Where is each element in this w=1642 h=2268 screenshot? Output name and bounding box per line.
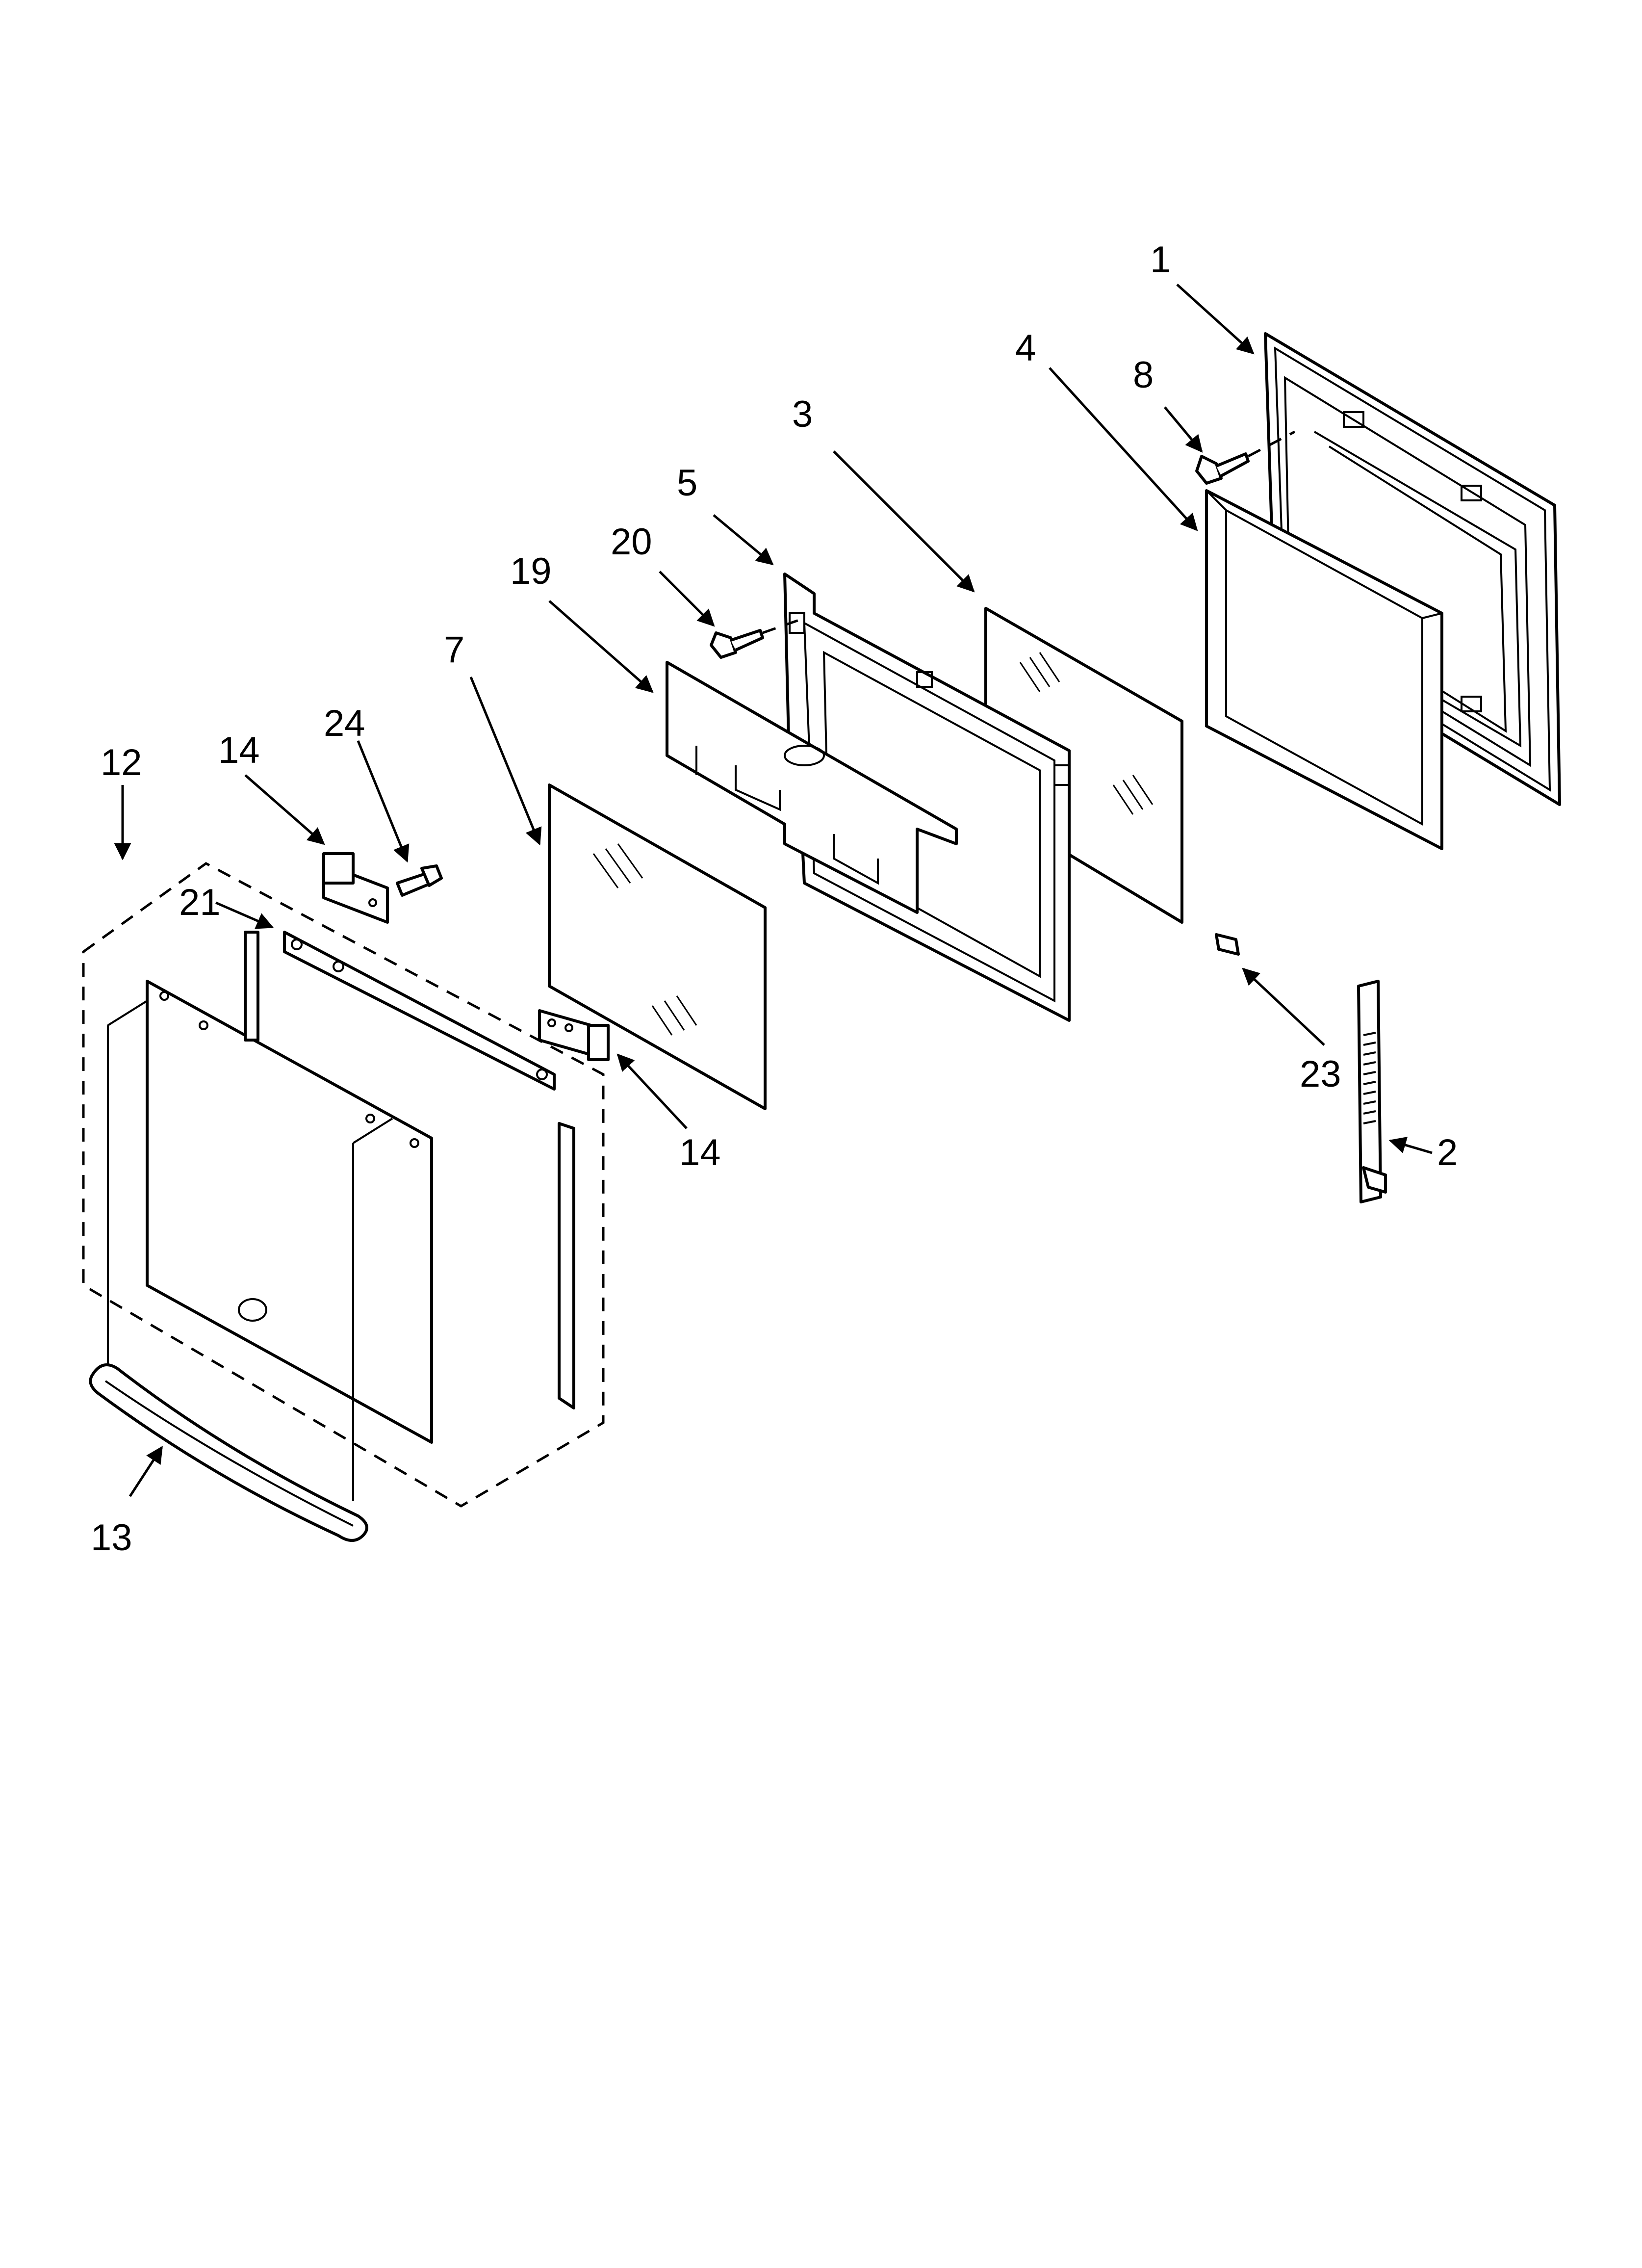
leader-20 <box>659 571 715 627</box>
part-20-screw <box>710 617 805 659</box>
part-4-door-frame <box>1205 489 1443 850</box>
callout-20: 20 <box>611 521 652 563</box>
callout-5: 5 <box>677 462 697 504</box>
leader-13 <box>128 1446 163 1497</box>
leader-1 <box>1176 284 1255 355</box>
leader-5 <box>713 514 774 566</box>
callout-21: 21 <box>179 882 221 923</box>
callout-8: 8 <box>1133 354 1154 396</box>
callout-4: 4 <box>1015 327 1036 369</box>
callout-23: 23 <box>1300 1053 1341 1095</box>
part-13-handle <box>89 1363 368 1542</box>
leader-7 <box>469 677 542 846</box>
part-24-screw <box>396 864 443 897</box>
callout-19: 19 <box>510 550 552 592</box>
callout-1: 1 <box>1150 239 1171 281</box>
callout-7: 7 <box>444 629 464 671</box>
leader-21 <box>215 901 274 929</box>
callout-3: 3 <box>792 393 813 435</box>
leader-3 <box>833 450 975 593</box>
leader-2 <box>1388 1137 1433 1154</box>
part-8-screw <box>1195 430 1296 485</box>
leader-14-lower <box>616 1053 688 1129</box>
part-14-hinge-bracket-upper <box>322 852 389 924</box>
part-1-outer-door-panel <box>1264 332 1561 806</box>
part-7-glass <box>548 783 767 1110</box>
callout-24: 24 <box>324 703 365 744</box>
callout-12: 12 <box>101 742 142 783</box>
part-5-inner-door-liner <box>783 573 1071 1022</box>
part-14-hinge-bracket-lower <box>538 1009 610 1061</box>
callout-labels: 1 4 8 3 5 20 19 7 24 14 12 21 14 23 2 13 <box>91 239 1458 1559</box>
callout-14-lower: 14 <box>679 1132 721 1173</box>
leader-14-upper <box>244 774 325 845</box>
callout-14-upper: 14 <box>218 730 260 771</box>
callout-13: 13 <box>91 1517 132 1559</box>
part-19-heat-shield <box>666 661 958 914</box>
part-2-hinge <box>1357 980 1387 1203</box>
leader-23 <box>1242 967 1325 1046</box>
leader-19 <box>548 600 654 693</box>
leader-4 <box>1049 367 1198 531</box>
leader-24 <box>357 740 410 863</box>
leader-8 <box>1164 406 1203 453</box>
part-12-outer-door-assembly <box>82 862 605 1508</box>
part-23-clip <box>1215 933 1240 956</box>
leader-arrows <box>114 284 1433 1497</box>
callout-2: 2 <box>1437 1132 1458 1173</box>
